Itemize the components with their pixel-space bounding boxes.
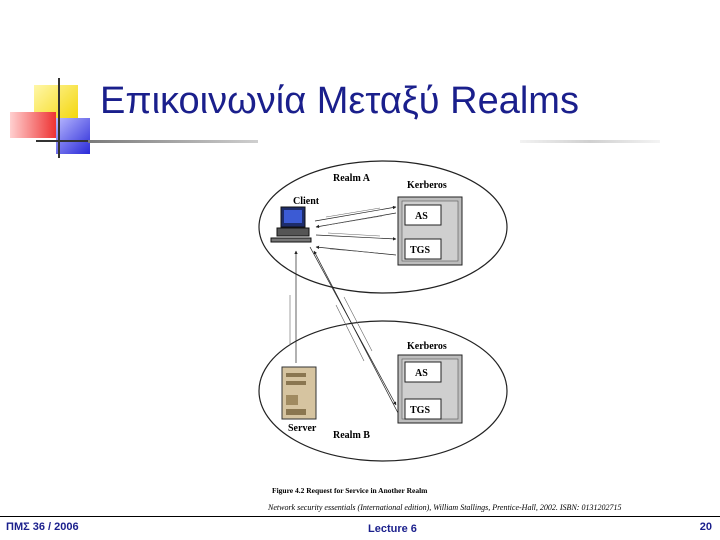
figure-caption: Figure 4.2 Request for Service in Anothe… [272,486,428,495]
citation: Network security essentials (Internation… [268,503,622,512]
client-computer-icon [270,206,312,243]
realm-b-label: Realm B [333,430,370,441]
as-a-box [404,204,442,226]
footer-lecture: Lecture 6 [368,523,417,535]
decor-blue-block [56,118,90,154]
realm-a-label: Realm A [333,173,371,184]
tgs-b-label: TGS [410,405,430,416]
server-label: Server [288,423,317,434]
decor-horizontal-line [36,140,90,142]
as-b-label: AS [415,368,428,379]
tgs-a-label: TGS [410,245,430,256]
realm-diagram: Realm A Kerberos Client AS TGS [258,160,508,495]
page-number: 20 [699,521,712,533]
title-underline [88,140,258,143]
as-b-box [404,361,442,383]
tgs-b-box [404,398,442,420]
decor-vertical-line [58,78,60,158]
tgs-a-box [404,238,442,260]
slide-title: Επικοινωνία Μεταξύ Realms [100,80,579,122]
kerberos-b-label: Kerberos [407,341,447,352]
footer-course: ΠΜΣ 36 / 2006 [6,521,79,533]
kerberos-b-server: AS TGS [397,354,463,424]
decor-red-block [10,112,56,138]
kerberos-a-server: AS TGS [397,196,463,266]
client-label: Client [293,196,320,207]
title-underline-fade [520,140,660,143]
as-a-label: AS [415,211,428,222]
footer-divider [0,516,720,517]
kerberos-a-label: Kerberos [407,180,447,191]
server-tower-icon [281,366,317,420]
